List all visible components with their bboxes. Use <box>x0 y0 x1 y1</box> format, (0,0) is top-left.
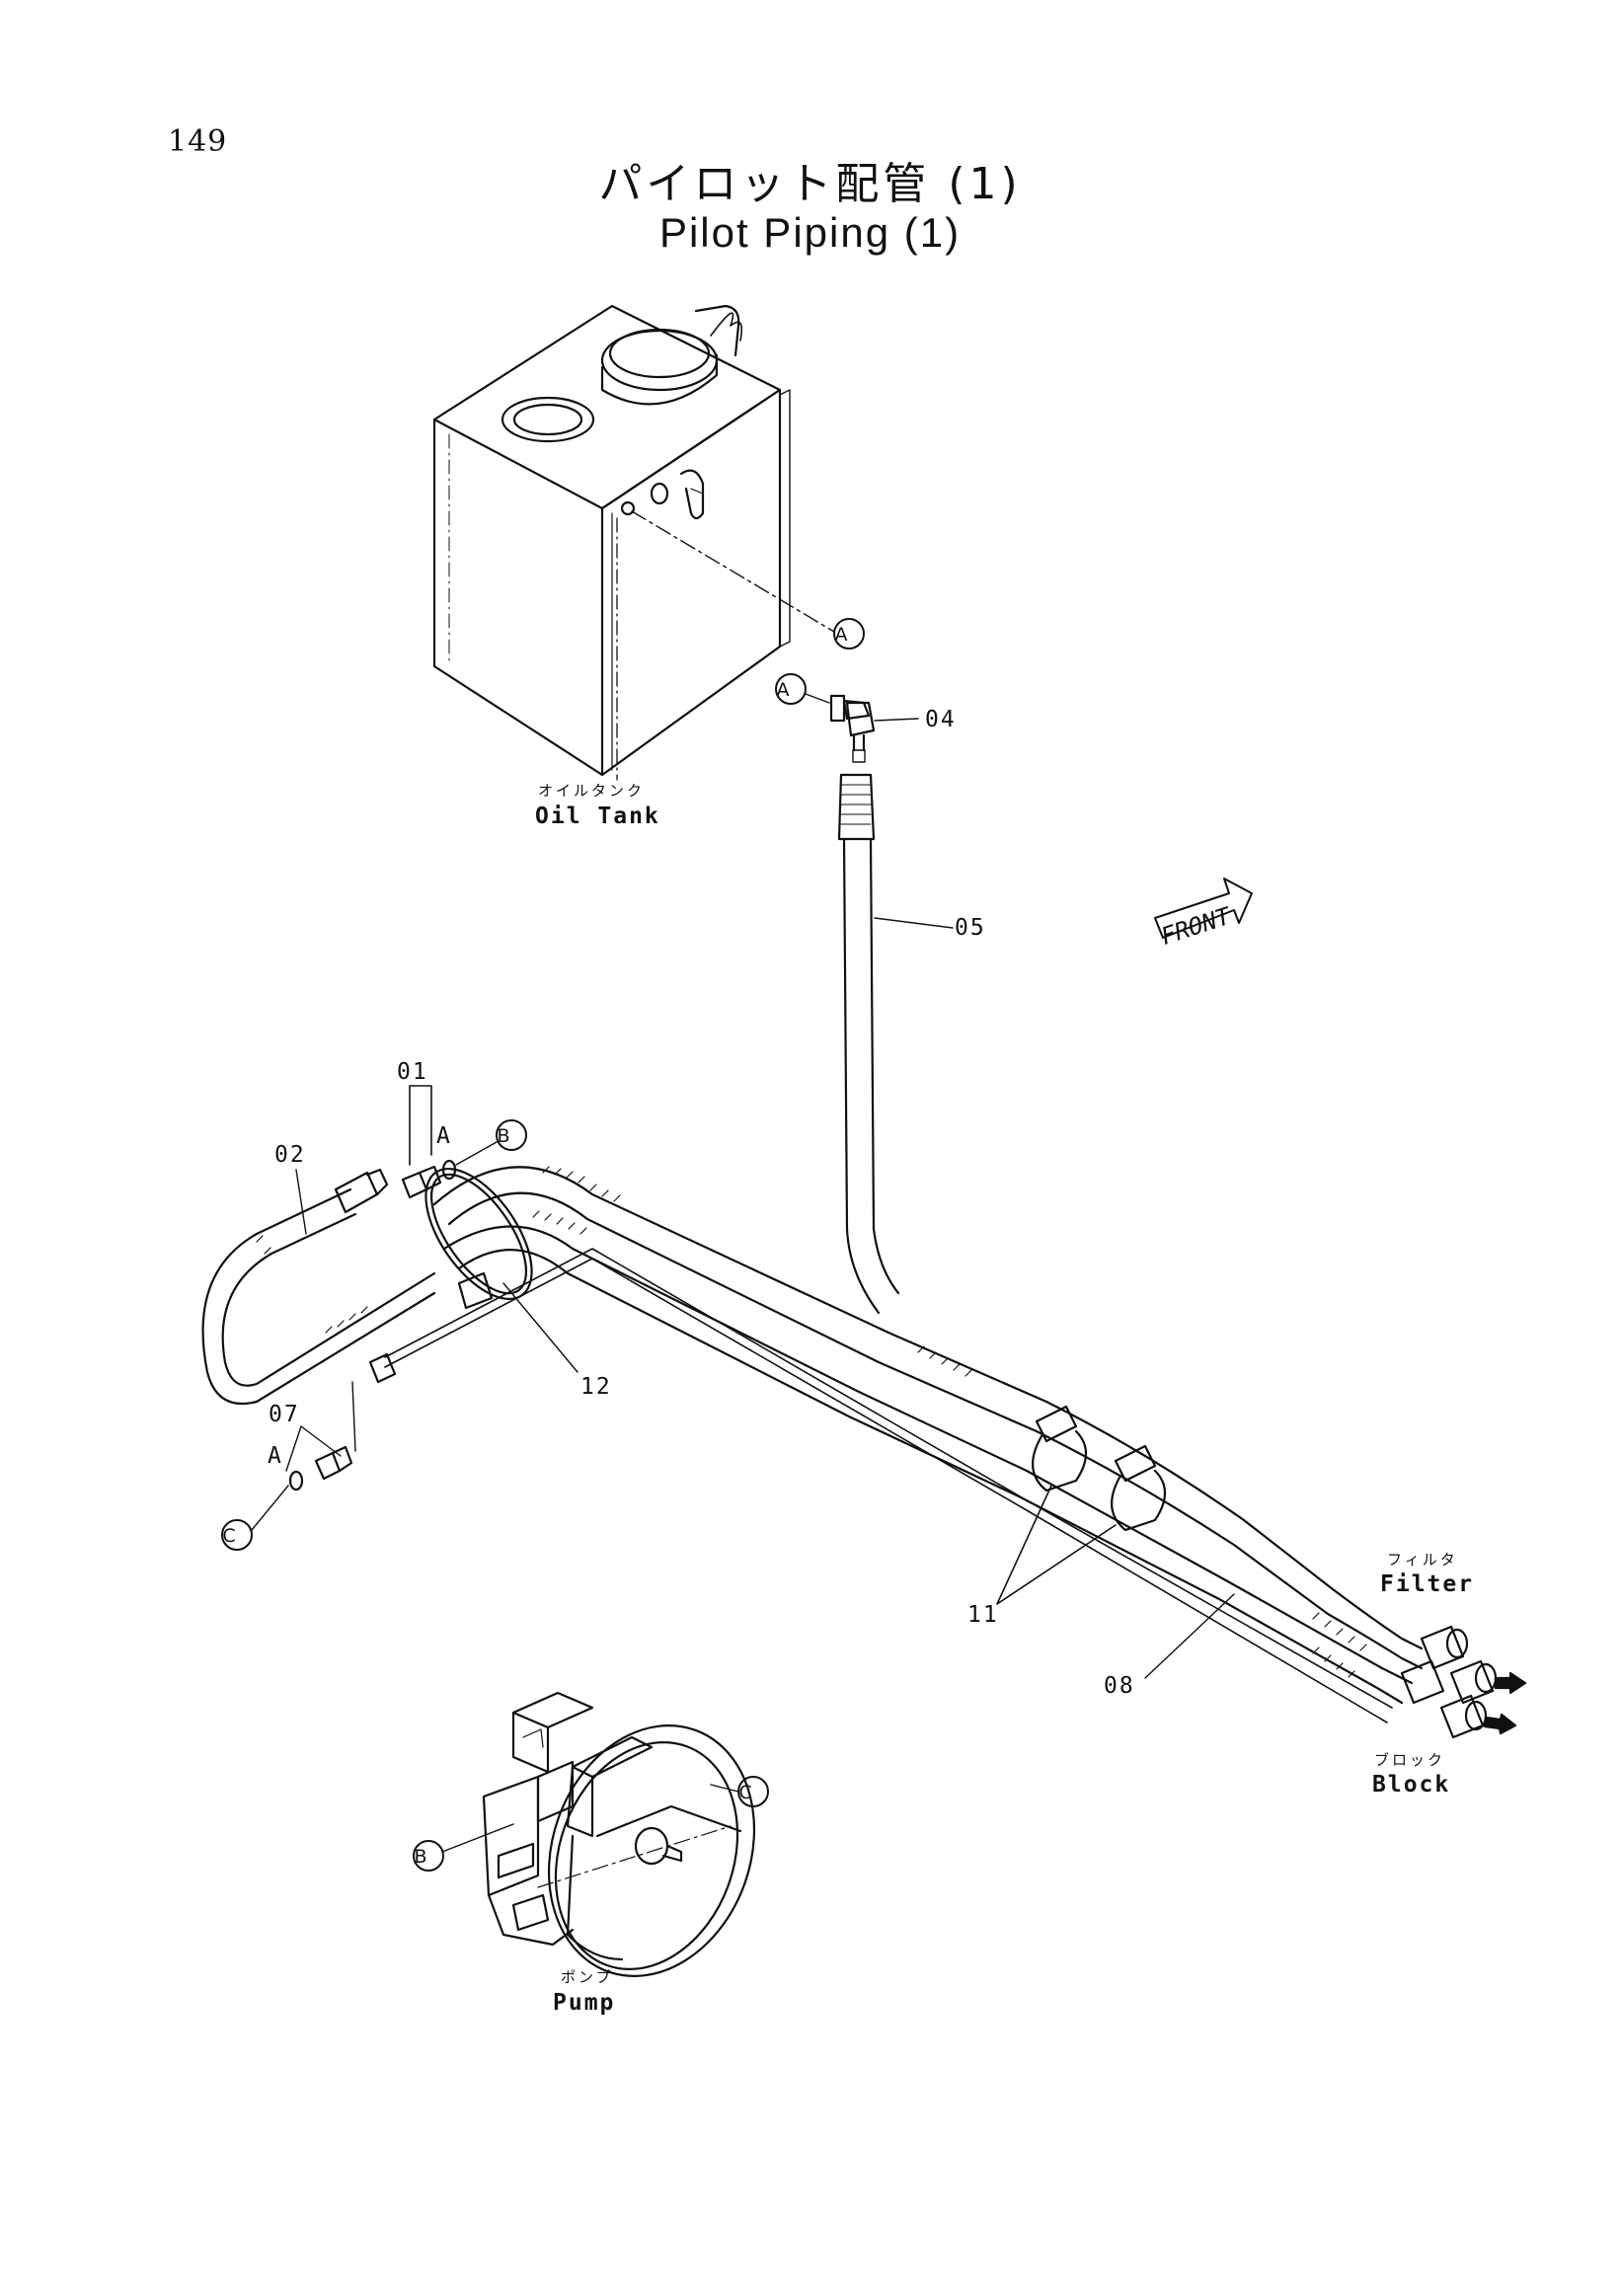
hose-bundle <box>384 1166 1424 1723</box>
part-label-01: 01 <box>397 1059 428 1085</box>
part-label-11: 11 <box>967 1602 999 1628</box>
clamp-12 <box>424 1167 533 1310</box>
filter-label-en: Filter <box>1380 1571 1474 1597</box>
part-label-05: 05 <box>955 915 986 941</box>
ref-c-pump: C <box>738 1782 751 1803</box>
oring-label-07: A <box>268 1443 283 1469</box>
ref-c-fitting: C <box>222 1525 235 1547</box>
front-marker-text: FRONT <box>1158 902 1236 951</box>
oil-tank-drawing <box>432 304 791 781</box>
part-label-07: 07 <box>269 1402 300 1427</box>
hose-05 <box>837 773 900 1315</box>
fitting-07 <box>288 1352 397 1492</box>
page-number: 149 <box>168 124 228 159</box>
title-japanese: パイロット配管 (1) <box>598 159 1022 209</box>
part-label-12: 12 <box>580 1374 612 1400</box>
pump-drawing <box>482 1691 756 1977</box>
ref-a-tank: A <box>835 624 848 646</box>
ref-a-elbow: A <box>777 679 790 701</box>
title-english: Pilot Piping (1) <box>658 209 962 256</box>
hose-end-fittings <box>1400 1625 1527 1739</box>
ref-b-pump: B <box>414 1846 426 1868</box>
ref-b-fitting: B <box>497 1125 509 1147</box>
block-label-en: Block <box>1372 1772 1450 1798</box>
oring-label-01: A <box>436 1123 452 1149</box>
oil-tank-label-en: Oil Tank <box>535 804 660 829</box>
oil-tank-label-jp: オイルタンク <box>538 782 645 800</box>
block-label-jp: ブロック <box>1374 1751 1445 1769</box>
front-arrow-marker <box>1154 878 1253 939</box>
filter-label-jp: フィルタ <box>1387 1551 1458 1569</box>
part-label-02: 02 <box>274 1142 306 1168</box>
part-label-04: 04 <box>925 707 957 732</box>
elbow-fitting-04 <box>829 694 876 763</box>
clamps-11 <box>1032 1405 1167 1532</box>
pump-label-en: Pump <box>553 1990 615 2016</box>
pump-label-jp: ポンプ <box>561 1968 614 1986</box>
part-label-08: 08 <box>1104 1673 1135 1699</box>
hose-02 <box>201 1168 436 1406</box>
